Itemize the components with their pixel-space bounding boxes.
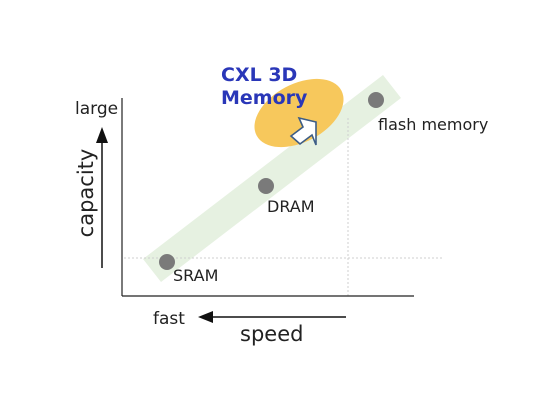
speed-arrow [198, 311, 346, 323]
cxl-pointer-arrow [289, 116, 317, 146]
x-axis-title: speed [240, 322, 303, 346]
y-axis-high-label: large [75, 99, 118, 119]
flash-memory-label: flash memory [378, 115, 488, 134]
dram-point [258, 178, 274, 194]
dram-label: DRAM [267, 197, 315, 216]
flash-memory-point [368, 92, 384, 108]
capacity-arrow [96, 127, 108, 268]
cxl-highlight-ellipse [254, 78, 344, 148]
x-axis-fast-label: fast [153, 309, 185, 329]
cxl-label-line1: CXL 3D [221, 64, 297, 86]
trend-band [143, 75, 401, 282]
y-axis-title: capacity [74, 149, 98, 238]
sram-point [159, 254, 175, 270]
cxl-label-line2: Memory [221, 87, 308, 109]
sram-label: SRAM [173, 266, 218, 285]
